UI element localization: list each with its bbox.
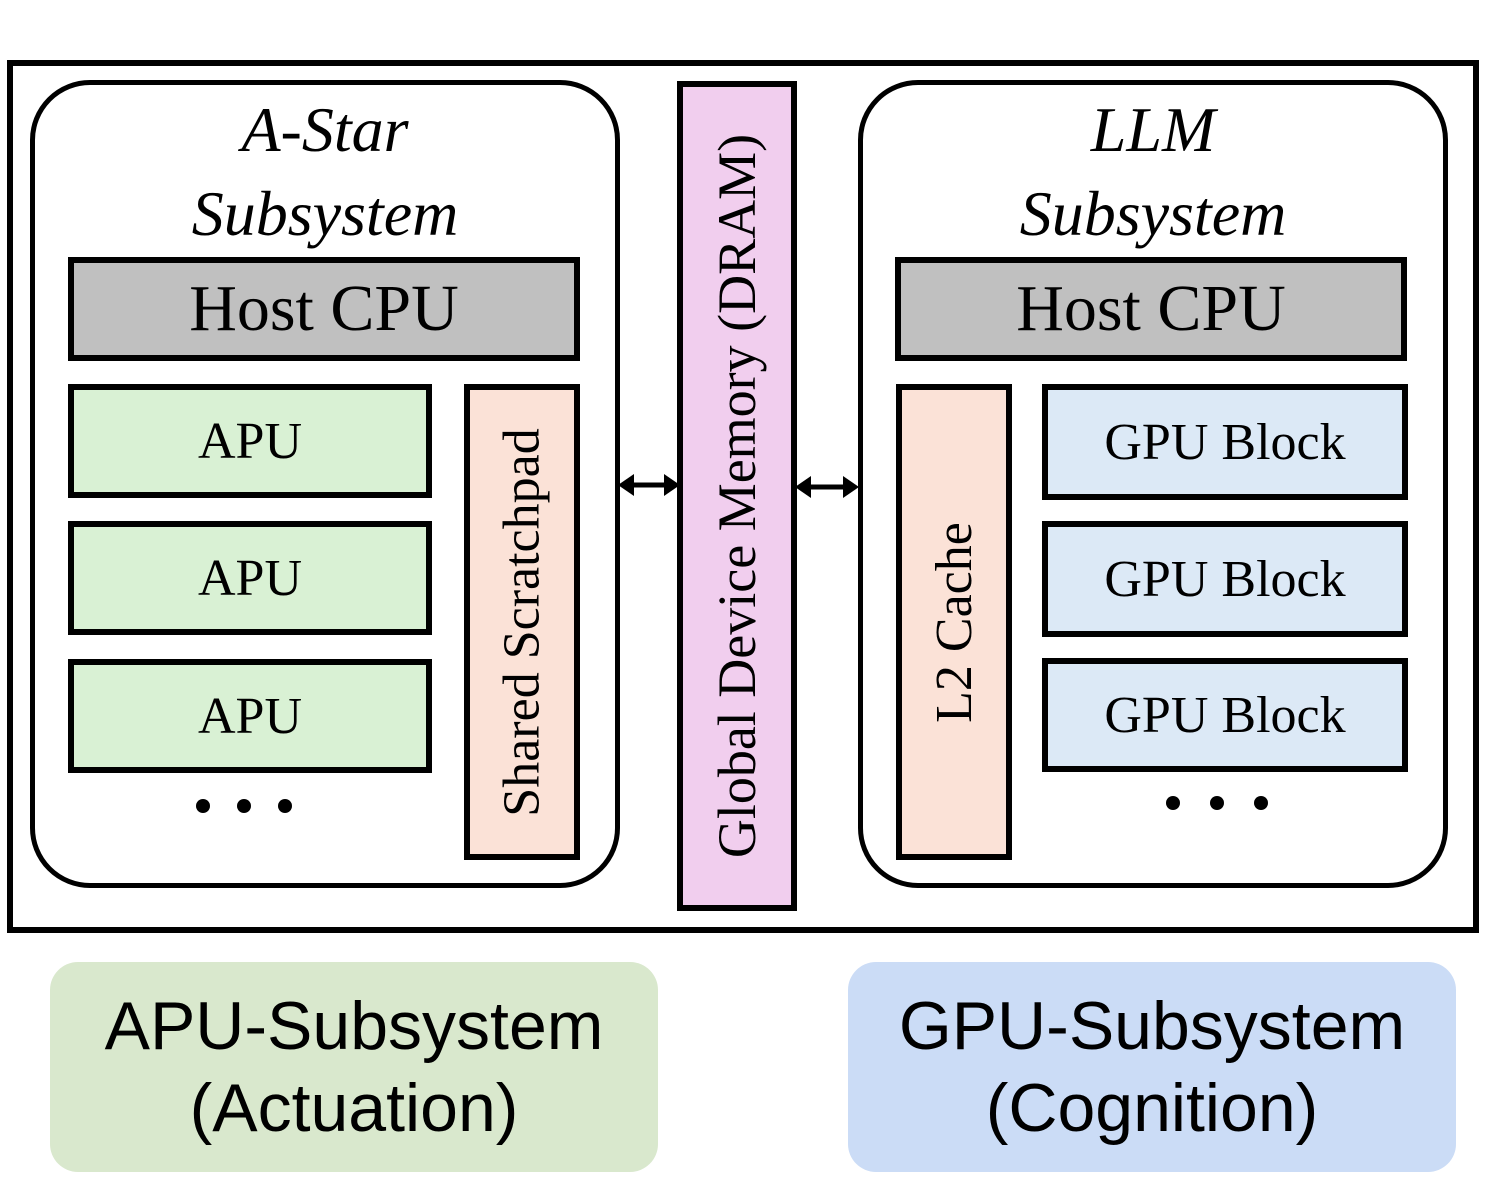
astar-subsystem-title: A-Star Subsystem bbox=[30, 88, 620, 256]
gpu-legend-subtitle: (Cognition) bbox=[985, 1070, 1319, 1146]
astar-title-line2: Subsystem bbox=[191, 178, 459, 249]
apu-ellipsis bbox=[196, 798, 292, 814]
llm-title-line1: LLM bbox=[1090, 94, 1216, 165]
shared-scratchpad-label: Shared Scratchpad bbox=[493, 427, 551, 817]
double-arrow-icon bbox=[795, 476, 859, 498]
apu-block-label: APU bbox=[197, 549, 303, 607]
apu-block: APU bbox=[68, 521, 432, 635]
ellipsis-dot bbox=[196, 799, 210, 813]
shared-scratchpad: Shared Scratchpad bbox=[464, 384, 580, 860]
gpu-block-label: GPU Block bbox=[1104, 686, 1346, 744]
bidirectional-arrow-right bbox=[795, 474, 859, 500]
ellipsis-dot bbox=[1166, 796, 1180, 810]
gpu-block: GPU Block bbox=[1042, 384, 1408, 500]
apu-subsystem-legend: APU-Subsystem (Actuation) bbox=[50, 962, 658, 1172]
apu-block: APU bbox=[68, 659, 432, 773]
astar-host-cpu-label: Host CPU bbox=[189, 272, 459, 345]
bidirectional-arrow-left bbox=[618, 472, 680, 498]
global-device-memory-label: Global Device Memory (DRAM) bbox=[707, 133, 767, 859]
astar-title-line1: A-Star bbox=[241, 94, 409, 165]
llm-host-cpu-label: Host CPU bbox=[1016, 272, 1286, 345]
gpu-subsystem-legend: GPU-Subsystem (Cognition) bbox=[848, 962, 1456, 1172]
astar-host-cpu: Host CPU bbox=[68, 257, 580, 361]
llm-subsystem-title: LLM Subsystem bbox=[858, 88, 1448, 256]
l2-cache-label: L2 Cache bbox=[925, 521, 983, 723]
gpu-block: GPU Block bbox=[1042, 658, 1408, 772]
gpu-block: GPU Block bbox=[1042, 521, 1408, 637]
gpu-block-label: GPU Block bbox=[1104, 550, 1346, 608]
ellipsis-dot bbox=[278, 799, 292, 813]
ellipsis-dot bbox=[1254, 796, 1268, 810]
apu-legend-subtitle: (Actuation) bbox=[189, 1070, 519, 1146]
llm-title-line2: Subsystem bbox=[1019, 178, 1287, 249]
double-arrow-icon bbox=[618, 474, 680, 496]
llm-host-cpu: Host CPU bbox=[895, 257, 1407, 361]
apu-block-label: APU bbox=[197, 412, 303, 470]
gpu-block-label: GPU Block bbox=[1104, 413, 1346, 471]
gpu-legend-title: GPU-Subsystem bbox=[898, 988, 1406, 1064]
ellipsis-dot bbox=[237, 799, 251, 813]
gpu-ellipsis bbox=[1166, 795, 1268, 811]
apu-block: APU bbox=[68, 384, 432, 498]
ellipsis-dot bbox=[1210, 796, 1224, 810]
apu-legend-title: APU-Subsystem bbox=[104, 988, 604, 1064]
apu-block-label: APU bbox=[197, 687, 303, 745]
global-device-memory: Global Device Memory (DRAM) bbox=[677, 81, 797, 911]
l2-cache: L2 Cache bbox=[896, 384, 1012, 860]
